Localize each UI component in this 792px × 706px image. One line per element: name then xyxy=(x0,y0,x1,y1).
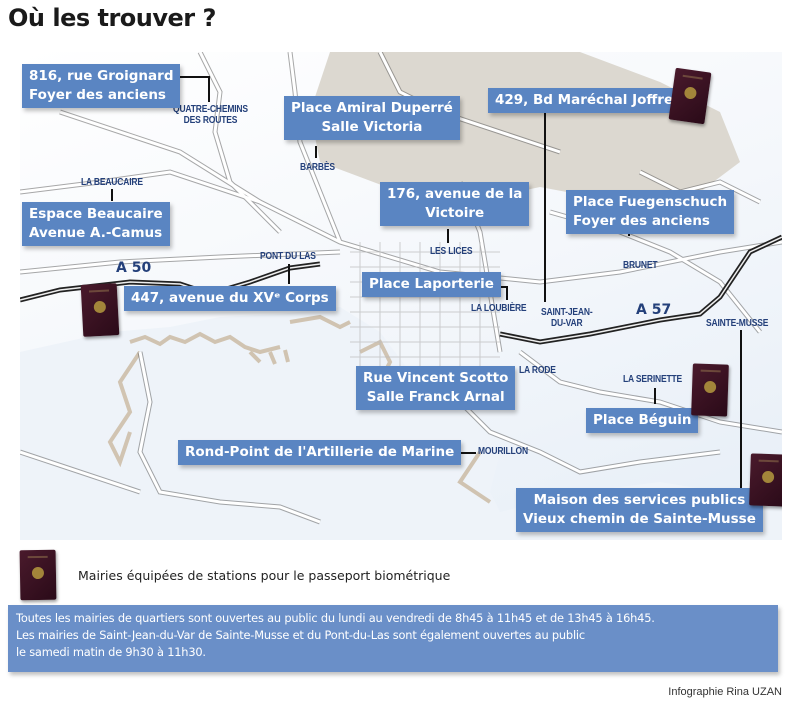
label-place-fuegenschuch: Place Fuegenschuch Foyer des anciens xyxy=(566,190,735,234)
passport-icon xyxy=(80,283,120,337)
label-line: Avenue A.-Camus xyxy=(29,225,163,241)
legend-text: Mairies équipées de stations pour le pas… xyxy=(78,568,451,583)
label-line: Victoire xyxy=(425,205,485,221)
place-name: SAINT-JEAN- xyxy=(541,307,593,318)
place-les-lices: LES LICES xyxy=(430,246,473,257)
label-avenue-xve-corps: 447, avenue du XVᵉ Corps xyxy=(124,286,336,311)
label-line: Foyer des anciens xyxy=(29,87,166,103)
label-line: Salle Victoria xyxy=(321,119,423,135)
connector-line xyxy=(544,110,546,302)
highway-a50-label: A 50 xyxy=(116,260,152,276)
label-line: Place Fuegenschuch xyxy=(573,194,728,210)
map-area: A 50 A 57 QUATRE-CHEMINS DES ROUTES BARB… xyxy=(20,52,782,540)
connector-line xyxy=(288,264,290,284)
passport-icon xyxy=(691,363,729,417)
label-line: Place Béguin xyxy=(593,412,692,428)
connector-line xyxy=(740,330,742,500)
label-place-amiral-duperre: Place Amiral Duperré Salle Victoria xyxy=(284,96,460,140)
connector-line xyxy=(208,76,210,102)
place-la-serinette: LA SERINETTE xyxy=(623,374,683,385)
place-name: DES ROUTES xyxy=(183,115,238,126)
opening-hours-box: Toutes les mairies de quartiers sont ouv… xyxy=(8,605,778,672)
connector-line xyxy=(168,76,210,78)
label-rond-point-artillerie: Rond-Point de l'Artillerie de Marine xyxy=(178,440,462,465)
place-la-loubiere: LA LOUBIÈRE xyxy=(471,303,527,314)
place-mourillon: MOURILLON xyxy=(478,446,528,457)
passport-icon xyxy=(19,549,57,601)
passport-icon xyxy=(668,67,712,125)
place-name: DU-VAR xyxy=(551,318,583,329)
label-line: Rue Vincent Scotto xyxy=(363,370,509,386)
label-line: Espace Beaucaire xyxy=(29,206,163,222)
place-barbes: BARBÈS xyxy=(300,162,335,173)
label-espace-beaucaire: Espace Beaucaire Avenue A.-Camus xyxy=(22,202,170,246)
label-avenue-victoire: 176, avenue de la Victoire xyxy=(380,182,530,226)
label-line: Rond-Point de l'Artillerie de Marine xyxy=(185,444,455,460)
info-line: Toutes les mairies de quartiers sont ouv… xyxy=(16,611,655,625)
connector-line xyxy=(654,388,656,404)
place-pont-du-las: PONT DU LAS xyxy=(260,251,316,262)
place-name: QUATRE-CHEMINS xyxy=(173,104,248,115)
label-line: Vieux chemin de Sainte-Musse xyxy=(523,511,756,527)
info-line: Les mairies de Saint-Jean-du-Var de Sain… xyxy=(16,628,585,642)
label-bd-marechal-joffre: 429, Bd Maréchal Joffre xyxy=(488,88,681,113)
connector-line xyxy=(447,229,449,243)
label-line: 429, Bd Maréchal Joffre xyxy=(495,92,674,108)
place-saint-jean-du-var: SAINT-JEAN- DU-VAR xyxy=(541,307,593,329)
place-la-rode: LA RODE xyxy=(519,365,556,376)
connector-line xyxy=(506,286,508,300)
label-line: 816, rue Groignard xyxy=(29,68,174,84)
connector-line xyxy=(452,452,476,454)
info-line: le samedi matin de 9h30 à 11h30. xyxy=(16,645,206,659)
place-brunet: BRUNET xyxy=(623,260,658,271)
connector-line xyxy=(111,189,113,201)
credit-text: Infographie Rina UZAN xyxy=(668,686,782,698)
label-line: Place Laporterie xyxy=(369,276,494,292)
page-title: Où les trouver ? xyxy=(8,4,216,32)
place-quatre-chemins: QUATRE-CHEMINS DES ROUTES xyxy=(173,104,248,126)
connector-line xyxy=(315,146,317,158)
place-la-beaucaire: LA BEAUCAIRE xyxy=(81,177,143,188)
label-line: Salle Franck Arnal xyxy=(366,389,505,405)
label-line: 447, avenue du XVᵉ Corps xyxy=(131,290,329,306)
map-background xyxy=(20,52,782,540)
label-place-beguin: Place Béguin xyxy=(586,408,699,433)
label-line: Place Amiral Duperré xyxy=(291,100,453,116)
label-rue-groignard: 816, rue Groignard Foyer des anciens xyxy=(22,64,181,108)
label-line: Maison des services publics xyxy=(533,492,746,508)
label-place-laporterie: Place Laporterie xyxy=(362,272,501,297)
connector-line xyxy=(494,286,508,288)
highway-a57-label: A 57 xyxy=(636,302,672,318)
label-rue-vincent-scotto: Rue Vincent Scotto Salle Franck Arnal xyxy=(356,366,516,410)
label-line: 176, avenue de la xyxy=(387,186,523,202)
place-sainte-musse: SAINTE-MUSSE xyxy=(706,318,769,329)
passport-icon xyxy=(749,453,782,507)
label-line: Foyer des anciens xyxy=(573,213,710,229)
label-maison-services-publics: Maison des services publics Vieux chemin… xyxy=(516,488,763,532)
